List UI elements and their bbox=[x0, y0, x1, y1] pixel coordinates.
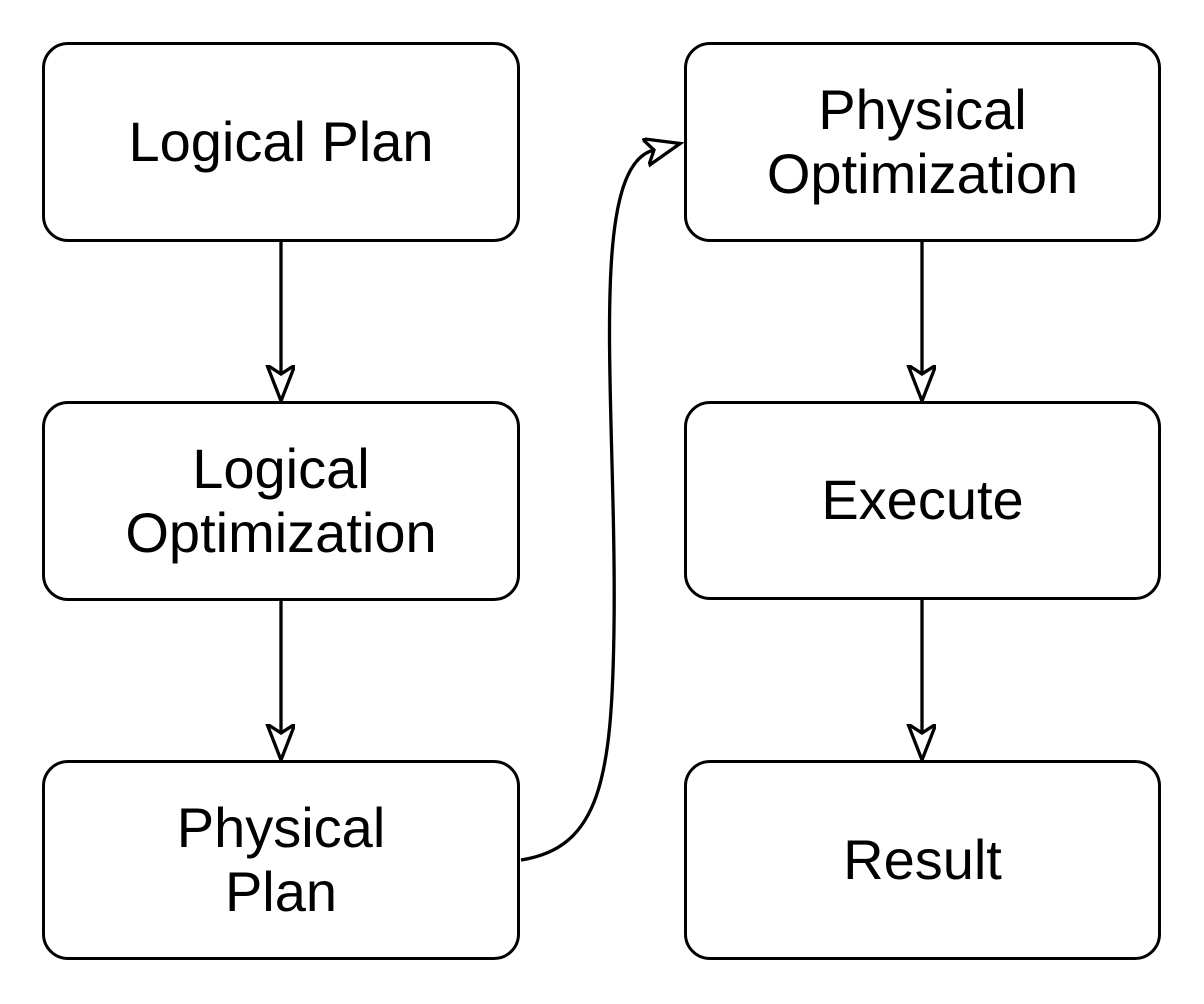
node-execute: Execute bbox=[684, 401, 1161, 600]
node-physical-optimization: Physical Optimization bbox=[684, 42, 1161, 242]
node-result: Result bbox=[684, 760, 1161, 960]
node-logical-optimization: Logical Optimization bbox=[42, 401, 520, 601]
node-logical-plan: Logical Plan bbox=[42, 42, 520, 242]
node-physical-plan: Physical Plan bbox=[42, 760, 520, 960]
edge-physical-plan-to-physical-optimization bbox=[520, 150, 654, 862]
